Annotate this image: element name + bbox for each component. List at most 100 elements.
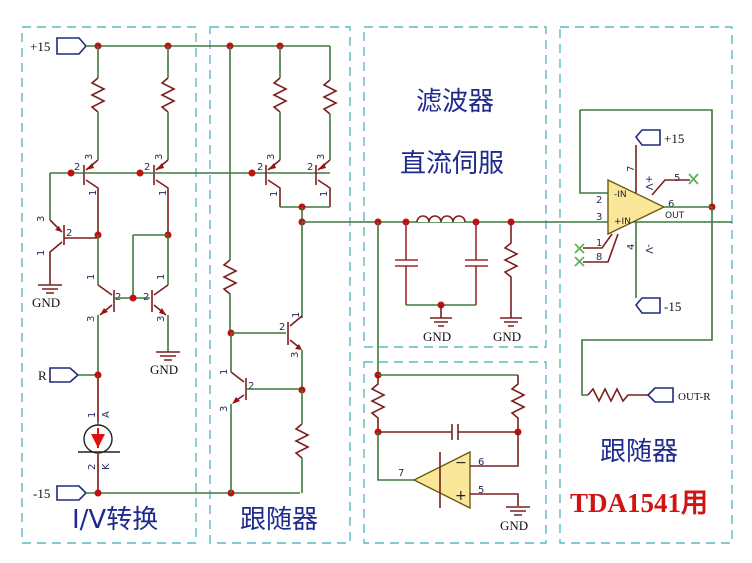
svg-text:1: 1 (87, 412, 98, 418)
resistor-r9 (510, 375, 526, 432)
gnd-symbol-2: GND (150, 351, 180, 377)
svg-text:2: 2 (307, 162, 313, 173)
svg-text:GND: GND (423, 329, 451, 344)
svg-text:-15: -15 (33, 486, 50, 501)
svg-text:5: 5 (478, 485, 484, 496)
transistor-q7: 3 2 1 (307, 154, 331, 207)
svg-text:2: 2 (87, 464, 98, 470)
svg-text:+V: +V (643, 175, 654, 190)
svg-text:2: 2 (279, 322, 285, 333)
svg-text:2: 2 (66, 228, 72, 239)
resistor-r7 (503, 222, 519, 318)
capacitor-c2 (465, 222, 488, 305)
label-tda1541: TDA1541用 (570, 488, 708, 518)
resistor-r5 (222, 259, 238, 330)
svg-text:1: 1 (291, 312, 302, 318)
svg-text:2: 2 (143, 292, 149, 303)
svg-text:-IN: -IN (614, 190, 627, 200)
svg-text:1: 1 (158, 190, 169, 196)
resistor-r8 (370, 375, 386, 432)
section-box-filter (363, 26, 547, 348)
port-pos15: +15 (30, 37, 88, 55)
svg-text:3: 3 (266, 154, 277, 160)
svg-text:GND: GND (32, 295, 60, 310)
svg-text:GND: GND (500, 518, 528, 533)
svg-text:7: 7 (626, 166, 637, 172)
port-neg15: -15 (33, 485, 88, 501)
svg-text:3: 3 (154, 154, 165, 160)
transistor-q8: 1 2 3 (279, 312, 303, 392)
resistor-r2 (160, 46, 176, 160)
gnd-symbol-5: GND (500, 506, 530, 533)
svg-text:+15: +15 (664, 131, 684, 146)
svg-text:3: 3 (596, 212, 602, 223)
svg-text:+: + (455, 488, 467, 504)
gnd-symbol-3: GND (423, 305, 452, 344)
transistor-q5: 1 2 3 (143, 235, 169, 352)
svg-text:1: 1 (156, 274, 167, 280)
svg-text:A: A (101, 411, 112, 418)
svg-text:+IN: +IN (614, 217, 631, 227)
svg-text:2: 2 (74, 162, 80, 173)
no-connect-icon (574, 243, 585, 267)
transistor-q3: 3 2 1 (36, 216, 98, 285)
svg-text:−: − (455, 455, 467, 471)
resistor-r10 (587, 387, 648, 403)
svg-text:3: 3 (290, 352, 301, 358)
svg-text:-V: -V (643, 244, 654, 254)
inductor-l1 (416, 215, 466, 223)
diode-d1: 1 A 2 K (78, 375, 120, 492)
svg-text:1: 1 (319, 191, 330, 197)
gnd-symbol-4: GND (493, 317, 522, 344)
svg-text:8: 8 (596, 252, 602, 263)
svg-text:4: 4 (626, 244, 637, 250)
svg-text:-15: -15 (664, 299, 681, 314)
section-box-servo (363, 361, 547, 544)
resistor-r4 (322, 79, 338, 160)
svg-text:GND: GND (150, 362, 178, 377)
svg-text:1: 1 (86, 274, 97, 280)
port-opamp-neg15: -15 (634, 297, 681, 314)
svg-text:3: 3 (86, 316, 97, 322)
transistor-q6: 3 2 1 (257, 154, 281, 207)
svg-text:1: 1 (269, 191, 280, 197)
svg-text:6: 6 (668, 199, 674, 210)
port-opamp-pos15: +15 (634, 129, 684, 146)
svg-text:1: 1 (219, 369, 230, 375)
label-follower-2: 跟随器 (600, 437, 678, 467)
svg-text:OUT: OUT (665, 211, 685, 221)
opamp-servo: − + 7 6 5 (398, 450, 484, 510)
svg-text:3: 3 (36, 216, 47, 222)
opamp-output: -IN +IN OUT 2 3 6 5 (596, 173, 685, 236)
transistor-q9: 1 2 3 (219, 369, 254, 493)
svg-text:K: K (101, 463, 112, 470)
gnd-symbol-1: GND (32, 284, 62, 310)
svg-text:+15: +15 (30, 39, 50, 54)
svg-text:2: 2 (596, 195, 602, 206)
svg-text:3: 3 (84, 154, 95, 160)
svg-text:GND: GND (493, 329, 521, 344)
transistor-q4: 1 2 3 (86, 235, 121, 492)
no-connect-icon (688, 173, 699, 185)
transistor-q2: 3 2 1 (144, 154, 169, 235)
svg-text:1: 1 (596, 238, 602, 249)
svg-text:5: 5 (674, 173, 680, 184)
resistor-r3 (272, 46, 288, 160)
svg-text:2: 2 (248, 381, 254, 392)
label-filter: 滤波器 (416, 87, 494, 117)
svg-text:3: 3 (219, 406, 230, 412)
svg-text:6: 6 (478, 457, 484, 468)
svg-text:7: 7 (398, 468, 404, 479)
svg-text:OUT-R: OUT-R (678, 391, 711, 403)
svg-text:3: 3 (156, 316, 167, 322)
svg-text:2: 2 (257, 162, 263, 173)
svg-text:R: R (38, 368, 47, 383)
svg-text:1: 1 (36, 250, 47, 256)
port-r: R (38, 367, 80, 383)
port-out-r: OUT-R (646, 387, 711, 403)
svg-text:3: 3 (316, 154, 327, 160)
capacitor-c3 (378, 424, 518, 440)
svg-text:2: 2 (144, 162, 150, 173)
capacitor-c1 (395, 222, 418, 305)
